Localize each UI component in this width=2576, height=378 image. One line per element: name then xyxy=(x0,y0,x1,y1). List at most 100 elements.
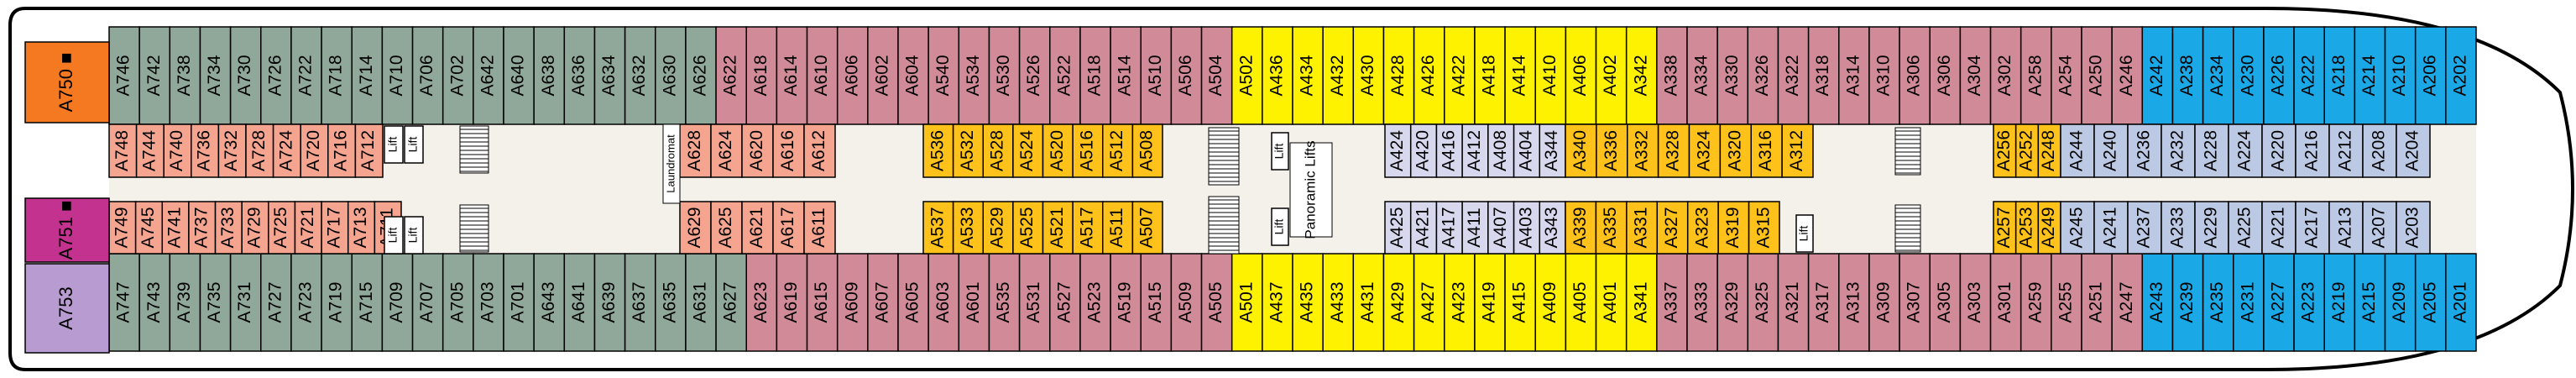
cabin-A306[interactable]: A306 xyxy=(1929,26,1962,125)
cabin-A535[interactable]: A535 xyxy=(988,253,1021,352)
cabin-A533[interactable]: A533 xyxy=(952,201,984,255)
cabin-A327[interactable]: A327 xyxy=(1656,201,1689,255)
cabin-A701[interactable]: A701 xyxy=(503,253,535,352)
cabin-A213[interactable]: A213 xyxy=(2328,201,2364,255)
cabin-A718[interactable]: A718 xyxy=(321,26,353,125)
cabin-A406[interactable]: A406 xyxy=(1565,26,1597,125)
cabin-A610[interactable]: A610 xyxy=(806,26,839,125)
cabin-A523[interactable]: A523 xyxy=(1079,253,1111,352)
cabin-A507[interactable]: A507 xyxy=(1131,201,1163,255)
cabin-A401[interactable]: A401 xyxy=(1595,253,1628,352)
cabin-A626[interactable]: A626 xyxy=(685,26,717,125)
cabin-A727[interactable]: A727 xyxy=(260,253,292,352)
cabin-A606[interactable]: A606 xyxy=(836,26,869,125)
cabin-A623[interactable]: A623 xyxy=(745,253,778,352)
cabin-A428[interactable]: A428 xyxy=(1382,26,1415,125)
cabin-A616[interactable]: A616 xyxy=(772,123,805,178)
cabin-A435[interactable]: A435 xyxy=(1292,253,1324,352)
cabin-A332[interactable]: A332 xyxy=(1627,123,1659,178)
cabin-A202[interactable]: A202 xyxy=(2445,26,2477,125)
cabin-A635[interactable]: A635 xyxy=(655,253,687,352)
cabin-A728[interactable]: A728 xyxy=(245,123,274,178)
cabin-A615[interactable]: A615 xyxy=(806,253,839,352)
fwd-lift-1[interactable]: Lift xyxy=(1795,214,1814,253)
cabin-A314[interactable]: A314 xyxy=(1838,26,1870,125)
cabin-A537[interactable]: A537 xyxy=(922,201,954,255)
cabin-A741[interactable]: A741 xyxy=(161,201,190,255)
cabin-A224[interactable]: A224 xyxy=(2228,123,2263,178)
cabin-A515[interactable]: A515 xyxy=(1140,253,1173,352)
cabin-A251[interactable]: A251 xyxy=(2081,253,2113,352)
cabin-A715[interactable]: A715 xyxy=(351,253,384,352)
cabin-A402[interactable]: A402 xyxy=(1595,26,1628,125)
cabin-A252[interactable]: A252 xyxy=(2014,123,2040,178)
laundromat[interactable]: Laundromat xyxy=(662,123,681,204)
cabin-A318[interactable]: A318 xyxy=(1807,26,1840,125)
cabin-A714[interactable]: A714 xyxy=(351,26,384,125)
cabin-A521[interactable]: A521 xyxy=(1042,201,1074,255)
cabin-A639[interactable]: A639 xyxy=(593,253,626,352)
cabin-A733[interactable]: A733 xyxy=(214,201,243,255)
cabin-A409[interactable]: A409 xyxy=(1534,253,1567,352)
cabin-A223[interactable]: A223 xyxy=(2293,253,2325,352)
cabin-A212[interactable]: A212 xyxy=(2328,123,2364,178)
cabin-A517[interactable]: A517 xyxy=(1072,201,1104,255)
cabin-A337[interactable]: A337 xyxy=(1656,253,1688,352)
cabin-A343[interactable]: A343 xyxy=(1539,201,1566,255)
cabin-A416[interactable]: A416 xyxy=(1435,123,1463,178)
cabin-A723[interactable]: A723 xyxy=(290,253,322,352)
cabin-A344[interactable]: A344 xyxy=(1539,123,1566,178)
cabin-A604[interactable]: A604 xyxy=(897,26,929,125)
cabin-A205[interactable]: A205 xyxy=(2414,253,2447,352)
cabin-A720[interactable]: A720 xyxy=(300,123,329,178)
cabin-A534[interactable]: A534 xyxy=(958,26,990,125)
cabin-A619[interactable]: A619 xyxy=(776,253,808,352)
cabin-A254[interactable]: A254 xyxy=(2051,26,2082,125)
cabin-A518[interactable]: A518 xyxy=(1079,26,1111,125)
cabin-A201[interactable]: A201 xyxy=(2445,253,2477,352)
cabin-A514[interactable]: A514 xyxy=(1110,26,1142,125)
cabin-A239[interactable]: A239 xyxy=(2171,253,2204,352)
cabin-A706[interactable]: A706 xyxy=(411,26,444,125)
cabin-A313[interactable]: A313 xyxy=(1838,253,1870,352)
cabin-A232[interactable]: A232 xyxy=(2161,123,2196,178)
cabin-A540[interactable]: A540 xyxy=(927,26,960,125)
cabin-A341[interactable]: A341 xyxy=(1625,253,1658,352)
cabin-A248[interactable]: A248 xyxy=(2037,123,2061,178)
cabin-A529[interactable]: A529 xyxy=(982,201,1014,255)
cabin-A625[interactable]: A625 xyxy=(710,201,743,255)
cabin-A319[interactable]: A319 xyxy=(1717,201,1750,255)
cabin-A509[interactable]: A509 xyxy=(1170,253,1203,352)
cabin-A241[interactable]: A241 xyxy=(2093,201,2129,255)
cabin-A607[interactable]: A607 xyxy=(867,253,899,352)
cabin-A642[interactable]: A642 xyxy=(473,26,504,125)
cabin-A258[interactable]: A258 xyxy=(2020,26,2052,125)
cabin-A637[interactable]: A637 xyxy=(624,253,656,352)
cabin-A531[interactable]: A531 xyxy=(1018,253,1051,352)
cabin-A315[interactable]: A315 xyxy=(1748,201,1780,255)
cabin-A524[interactable]: A524 xyxy=(1012,123,1044,178)
cabin-A214[interactable]: A214 xyxy=(2354,26,2386,125)
cabin-A621[interactable]: A621 xyxy=(741,201,774,255)
cabin-A217[interactable]: A217 xyxy=(2295,201,2330,255)
cabin-A505[interactable]: A505 xyxy=(1200,253,1233,352)
aft-lift-4[interactable]: Lift xyxy=(404,216,424,255)
cabin-A330[interactable]: A330 xyxy=(1716,26,1749,125)
cabin-A748[interactable]: A748 xyxy=(108,123,138,178)
cabin-A249[interactable]: A249 xyxy=(2037,201,2061,255)
cabin-A750[interactable]: A750 ■ xyxy=(24,41,110,123)
cabin-A256[interactable]: A256 xyxy=(1993,123,2017,178)
cabin-A712[interactable]: A712 xyxy=(354,123,384,178)
cabin-A246[interactable]: A246 xyxy=(2111,26,2144,125)
cabin-A709[interactable]: A709 xyxy=(381,253,414,352)
cabin-A404[interactable]: A404 xyxy=(1513,123,1541,178)
cabin-A303[interactable]: A303 xyxy=(1959,253,1992,352)
cabin-A228[interactable]: A228 xyxy=(2194,123,2229,178)
cabin-A225[interactable]: A225 xyxy=(2228,201,2263,255)
cabin-A713[interactable]: A713 xyxy=(347,201,376,255)
cabin-A420[interactable]: A420 xyxy=(1409,123,1438,178)
cabin-A227[interactable]: A227 xyxy=(2263,253,2295,352)
cabin-A221[interactable]: A221 xyxy=(2261,201,2296,255)
cabin-A731[interactable]: A731 xyxy=(229,253,262,352)
cabin-A329[interactable]: A329 xyxy=(1716,253,1749,352)
